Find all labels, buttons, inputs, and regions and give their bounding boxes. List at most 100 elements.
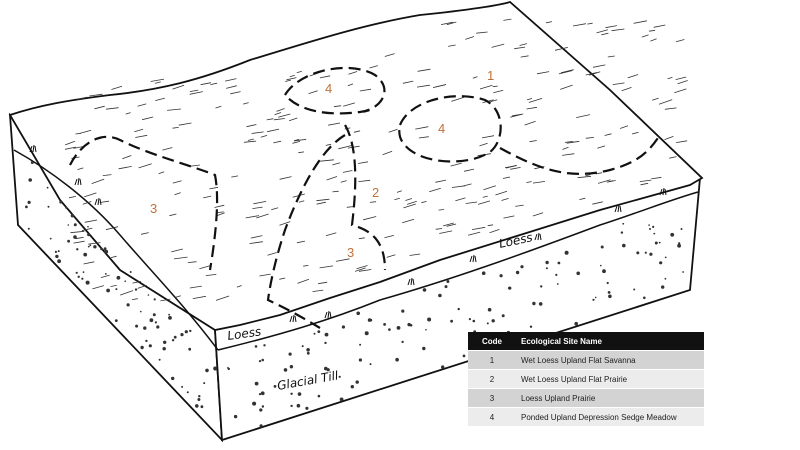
hatch-stroke [386, 254, 396, 258]
legend-row: 4 Ponded Upland Depression Sedge Meadow [468, 407, 704, 426]
till-speckle [313, 332, 316, 335]
till-speckle [55, 254, 59, 259]
till-speckle [46, 186, 49, 189]
till-speckle [203, 382, 206, 385]
hatch-stroke [429, 187, 441, 193]
till-speckle [30, 161, 34, 164]
hatch-stroke [189, 89, 199, 92]
till-speckle [438, 293, 442, 298]
hatch-stroke [338, 145, 352, 150]
till-speckle [297, 392, 302, 396]
hatch-stroke [592, 201, 603, 205]
hatch-stroke [274, 112, 282, 116]
hatch-stroke [245, 215, 260, 219]
hatch-stroke [249, 241, 263, 244]
hatch-stroke [84, 192, 97, 198]
hatch-stroke [276, 108, 285, 112]
legend-code: 3 [468, 388, 516, 408]
legend-site-name: Wet Loess Upland Flat Savanna [516, 350, 704, 370]
hatch-stroke [667, 77, 673, 80]
till-speckle [162, 347, 166, 351]
till-speckle [147, 294, 150, 296]
till-speckle [606, 281, 609, 285]
loess-label-right: Loess [498, 230, 534, 251]
hatch-stroke [421, 201, 427, 204]
hatch-stroke [171, 248, 183, 253]
depression-top-boundary [284, 66, 386, 115]
hatch-stroke [215, 105, 222, 109]
grass-tuft [324, 310, 332, 319]
hatch-stroke [172, 84, 185, 90]
till-speckle [129, 271, 132, 273]
till-speckle [306, 348, 310, 352]
hatch-stroke [294, 138, 307, 142]
till-speckle [134, 288, 138, 291]
till-speckle [659, 261, 663, 265]
hatch-stroke [664, 107, 677, 110]
grass-tuft [289, 314, 297, 323]
till-speckle [260, 391, 265, 396]
zone-1-boundary [499, 134, 661, 175]
hatch-stroke [597, 145, 606, 149]
till-speckle [254, 381, 259, 386]
hatch-stroke [120, 290, 134, 296]
till-speckle [633, 288, 636, 291]
hatch-stroke [487, 224, 494, 227]
hatch-stroke [296, 70, 302, 74]
till-speckle [481, 271, 486, 276]
hatch-stroke [83, 261, 95, 265]
till-speckle [254, 345, 258, 348]
till-speckle [154, 321, 157, 324]
hatch-stroke [199, 265, 212, 270]
hatch-stroke [514, 46, 526, 50]
till-speckle [104, 273, 107, 275]
hatch-stroke [631, 131, 639, 135]
till-speckle [501, 314, 505, 318]
till-speckle [556, 283, 559, 285]
hatch-stroke [225, 78, 237, 82]
hatch-stroke [273, 118, 285, 121]
hatch-stroke [105, 107, 119, 110]
till-speckle [180, 333, 184, 337]
hatch-stroke [358, 269, 372, 272]
hatch-stroke [169, 213, 177, 217]
till-speckle [70, 214, 75, 218]
till-speckle [383, 323, 386, 326]
hatch-stroke [348, 71, 358, 75]
till-speckle [369, 363, 372, 366]
till-speckle [317, 330, 321, 333]
till-speckle [290, 404, 293, 408]
till-speckle [81, 277, 84, 280]
hatch-stroke [526, 106, 538, 110]
hatch-stroke [596, 29, 609, 34]
till-speckle [395, 357, 399, 362]
till-speckle [324, 341, 327, 345]
hatch-stroke [465, 36, 475, 40]
till-speckle [171, 376, 175, 381]
hatch-stroke [278, 113, 291, 118]
till-speckle [644, 251, 647, 254]
till-speckle [103, 247, 107, 251]
till-speckle [261, 358, 265, 362]
hatch-stroke [359, 88, 372, 92]
till-speckle [388, 328, 391, 331]
hatch-stroke [259, 273, 271, 277]
hatch-stroke [150, 78, 165, 82]
hatch-stroke [84, 219, 98, 223]
till-speckle [607, 291, 611, 294]
hatch-stroke [260, 135, 268, 138]
hatch-stroke [354, 267, 366, 272]
hatch-stroke [340, 180, 347, 183]
till-speckle [158, 358, 161, 361]
till-speckle [653, 232, 656, 235]
grass-tufts [29, 144, 667, 323]
till-speckle [620, 231, 624, 234]
hatch-stroke [99, 200, 110, 203]
till-speckle [181, 385, 184, 388]
hatch-stroke [479, 142, 488, 147]
hatch-stroke [653, 24, 666, 28]
legend-row: 2 Wet Loess Upland Flat Prairie [468, 369, 704, 389]
till-speckle [87, 233, 91, 237]
grass-tuft [407, 277, 415, 286]
